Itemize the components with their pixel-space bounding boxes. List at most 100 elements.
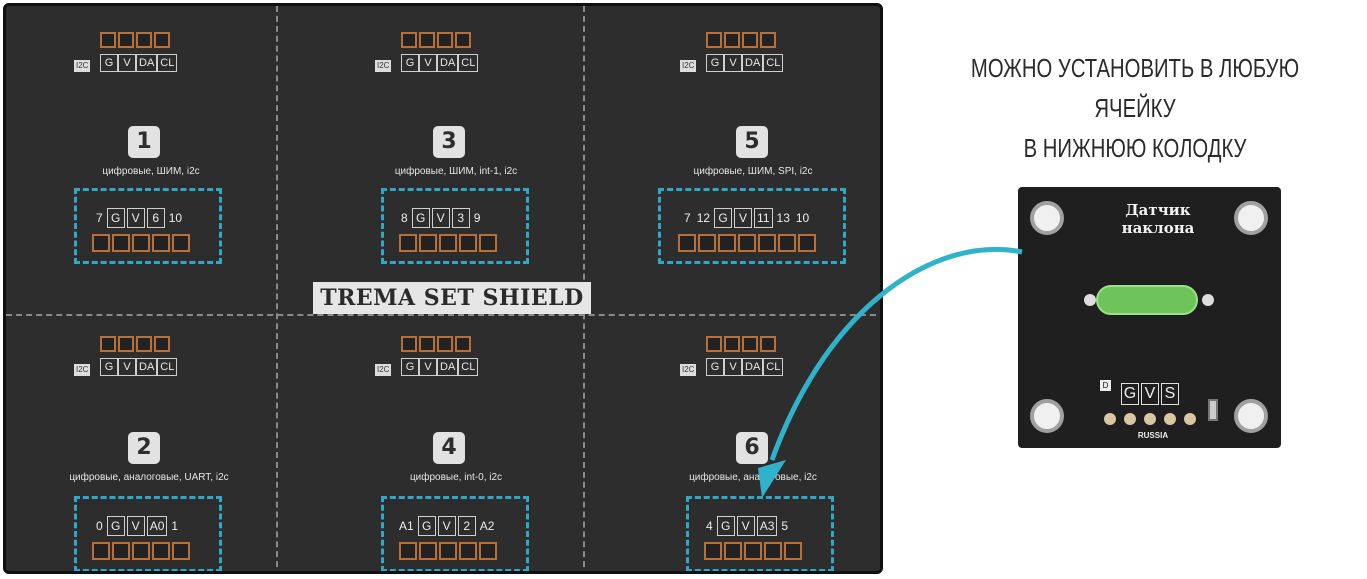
slot-pin-label: 8 [401, 211, 408, 225]
i2c-tag: I2C [74, 60, 91, 72]
cell-description: цифровые, ШИМ, int-1, i2c [394, 166, 518, 177]
module-pad [1104, 413, 1116, 425]
header-label: DA [437, 358, 459, 376]
slot-pin-label: A2 [479, 519, 495, 533]
slot-pin-label: G [716, 516, 735, 536]
header-label: G [100, 54, 118, 72]
header-label: CL [458, 54, 479, 72]
header-pin [401, 32, 417, 48]
slot-pin [718, 234, 736, 252]
mounting-hole [1234, 201, 1268, 235]
header-label: CL [157, 54, 178, 72]
header-pin [724, 336, 740, 352]
header-label: G [100, 358, 118, 376]
i2c-tag: I2C [375, 60, 392, 72]
slot-pin-label: V [437, 516, 456, 536]
resistor [1208, 399, 1218, 421]
slot-pin-label: 10 [795, 211, 810, 225]
slot-pin [112, 234, 130, 252]
board-title: TREMA SET SHIELD [313, 282, 591, 314]
slot-pin [172, 234, 190, 252]
slot-pin [758, 234, 776, 252]
cell-number: 3 [433, 126, 465, 158]
slot-pin [399, 542, 417, 560]
i2c-tag: I2C [375, 364, 392, 376]
slot-frame [74, 188, 222, 264]
slot-pin-label: 12 [696, 211, 711, 225]
slot-pin-label: 0 [96, 519, 103, 533]
slot-frame [74, 496, 222, 571]
slot-pin [112, 542, 130, 560]
header-pin [706, 32, 722, 48]
switch-lead [1202, 294, 1214, 306]
slot-pin-label: G [714, 208, 733, 228]
mounting-hole [1030, 201, 1064, 235]
slot-pin [132, 234, 150, 252]
header-pin [100, 336, 116, 352]
header-pin [760, 336, 776, 352]
slot-frame [381, 188, 529, 264]
slot-pin-label: A3 [756, 516, 778, 536]
caption-line: МОЖНО УСТАНОВИТЬ В ЛЮБУЮ ЯЧЕЙКУ [970, 53, 1300, 123]
module-pad [1164, 413, 1176, 425]
switch-lead [1084, 294, 1096, 306]
maker-label: RUSSIA [1137, 431, 1169, 440]
slot-frame [658, 188, 846, 264]
slot-pin-label: 9 [473, 211, 481, 225]
header-label: G [401, 358, 419, 376]
slot-pin [419, 542, 437, 560]
d-tag: D [1100, 380, 1111, 391]
slot-pin-label: G [417, 516, 436, 536]
mounting-hole [1234, 399, 1268, 433]
slot-pin-label: V [736, 516, 755, 536]
header-label: V [118, 54, 136, 72]
i2c-tag: I2C [680, 364, 697, 376]
header-label: DA [136, 358, 158, 376]
slot-pin-label: A1 [399, 519, 414, 533]
slot-pin [784, 542, 802, 560]
slot-pin [704, 542, 722, 560]
header-label: V [724, 358, 742, 376]
header-pin [760, 32, 776, 48]
slot-pin [678, 234, 696, 252]
cell-description: цифровые, аналоговые, i2c [689, 472, 817, 483]
slot-pin [479, 542, 497, 560]
slot-pin-label: 6 [146, 208, 165, 228]
slot-pin [439, 234, 457, 252]
header-label: DA [136, 54, 158, 72]
header-label: CL [458, 358, 479, 376]
header-pin [437, 32, 453, 48]
caption-line: В НИЖНЮЮ КОЛОДКУ [1023, 133, 1247, 163]
module-title-line: Датчик [1125, 201, 1191, 219]
tilt-switch [1096, 285, 1198, 315]
header-label: CL [763, 358, 784, 376]
slot-pin-label: V [431, 208, 450, 228]
slot-pin [92, 234, 110, 252]
module-pin-label: S [1161, 383, 1179, 405]
cell-number: 4 [433, 432, 465, 464]
header-label: CL [157, 358, 178, 376]
header-pin [401, 336, 417, 352]
cell-number: 2 [128, 432, 160, 464]
header-pin [100, 32, 116, 48]
slot-pin-label: G [106, 208, 125, 228]
header-pin [724, 32, 740, 48]
module-title: Датчик наклона [1088, 201, 1228, 237]
slot-pin-label: 10 [168, 211, 183, 225]
slot-pin-label: 11 [754, 208, 773, 228]
header-pin [136, 32, 152, 48]
slot-pin [798, 234, 816, 252]
slot-pin-label: 7 [96, 211, 103, 225]
module-pad [1124, 413, 1136, 425]
cell-description: цифровые, int-0, i2c [409, 472, 503, 483]
header-pin [136, 336, 152, 352]
header-label: DA [437, 54, 459, 72]
slot-pin-label: 13 [776, 211, 790, 225]
module-pin-label: G [1121, 383, 1139, 405]
slot-pin-label: G [411, 208, 430, 228]
tilt-sensor-module: Датчик наклона D G V S RUSSIA [1018, 187, 1281, 448]
